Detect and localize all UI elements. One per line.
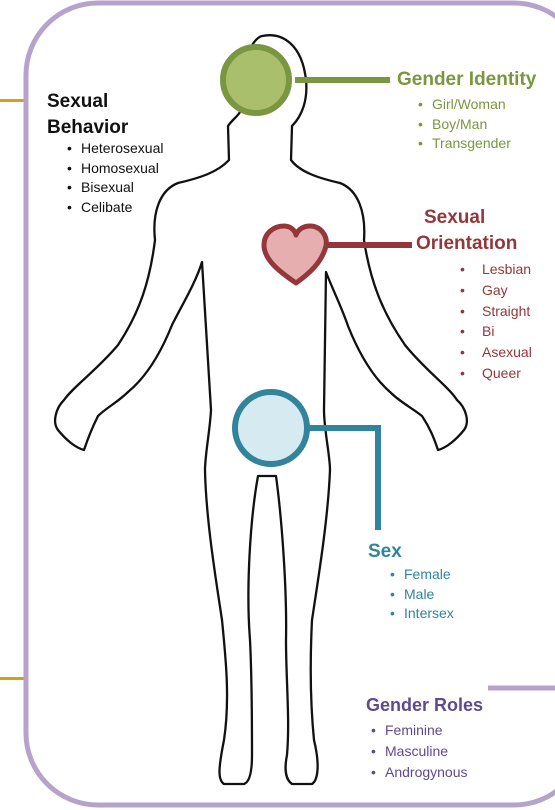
gender-roles-list: Feminine Masculine Androgynous [371, 720, 468, 783]
list-item: Androgynous [371, 762, 468, 783]
list-item: Feminine [371, 720, 468, 741]
sexual-orientation-title: Sexual Orientation [416, 205, 532, 257]
list-item: Straight [460, 301, 532, 322]
list-item: Gay [460, 280, 532, 301]
heart-icon [264, 226, 326, 283]
sexual-orientation-title-line1: Sexual [416, 205, 532, 231]
list-item: Lesbian [460, 259, 532, 280]
list-item: Asexual [460, 342, 532, 363]
list-item: Masculine [371, 741, 468, 762]
sexual-behavior-title-line1: Sexual [47, 89, 128, 115]
pelvis-circle-icon [235, 392, 307, 464]
list-item: Heterosexual [67, 139, 164, 159]
accent-bar-top [0, 99, 26, 102]
list-item: Bi [460, 321, 532, 342]
sexual-behavior-list: Heterosexual Homosexual Bisexual Celibat… [67, 139, 164, 217]
list-item: Queer [460, 363, 532, 384]
sexual-orientation-list: Lesbian Gay Straight Bi Asexual Queer [460, 259, 532, 384]
list-item: Homosexual [67, 159, 164, 179]
sexual-behavior-title-line2: Behavior [47, 115, 128, 141]
list-item: Transgender [418, 134, 511, 154]
sexual-behavior-title: Sexual Behavior [47, 89, 128, 141]
gender-identity-title: Gender Identity [397, 67, 536, 93]
list-item: Bisexual [67, 178, 164, 198]
sex-list: Female Male Intersex [390, 565, 454, 624]
list-item: Male [390, 585, 454, 605]
accent-bar-bottom [0, 677, 26, 680]
gender-roles-title: Gender Roles [366, 692, 483, 718]
list-item: Celibate [67, 198, 164, 218]
sex-connector [308, 428, 378, 530]
list-item: Intersex [390, 604, 454, 624]
list-item: Girl/Woman [418, 95, 511, 115]
gender-identity-list: Girl/Woman Boy/Man Transgender [418, 95, 511, 154]
list-item: Boy/Man [418, 115, 511, 135]
head-circle-icon [223, 47, 289, 113]
sexual-orientation-title-line2: Orientation [416, 231, 532, 257]
sex-title: Sex [368, 539, 402, 565]
list-item: Female [390, 565, 454, 585]
